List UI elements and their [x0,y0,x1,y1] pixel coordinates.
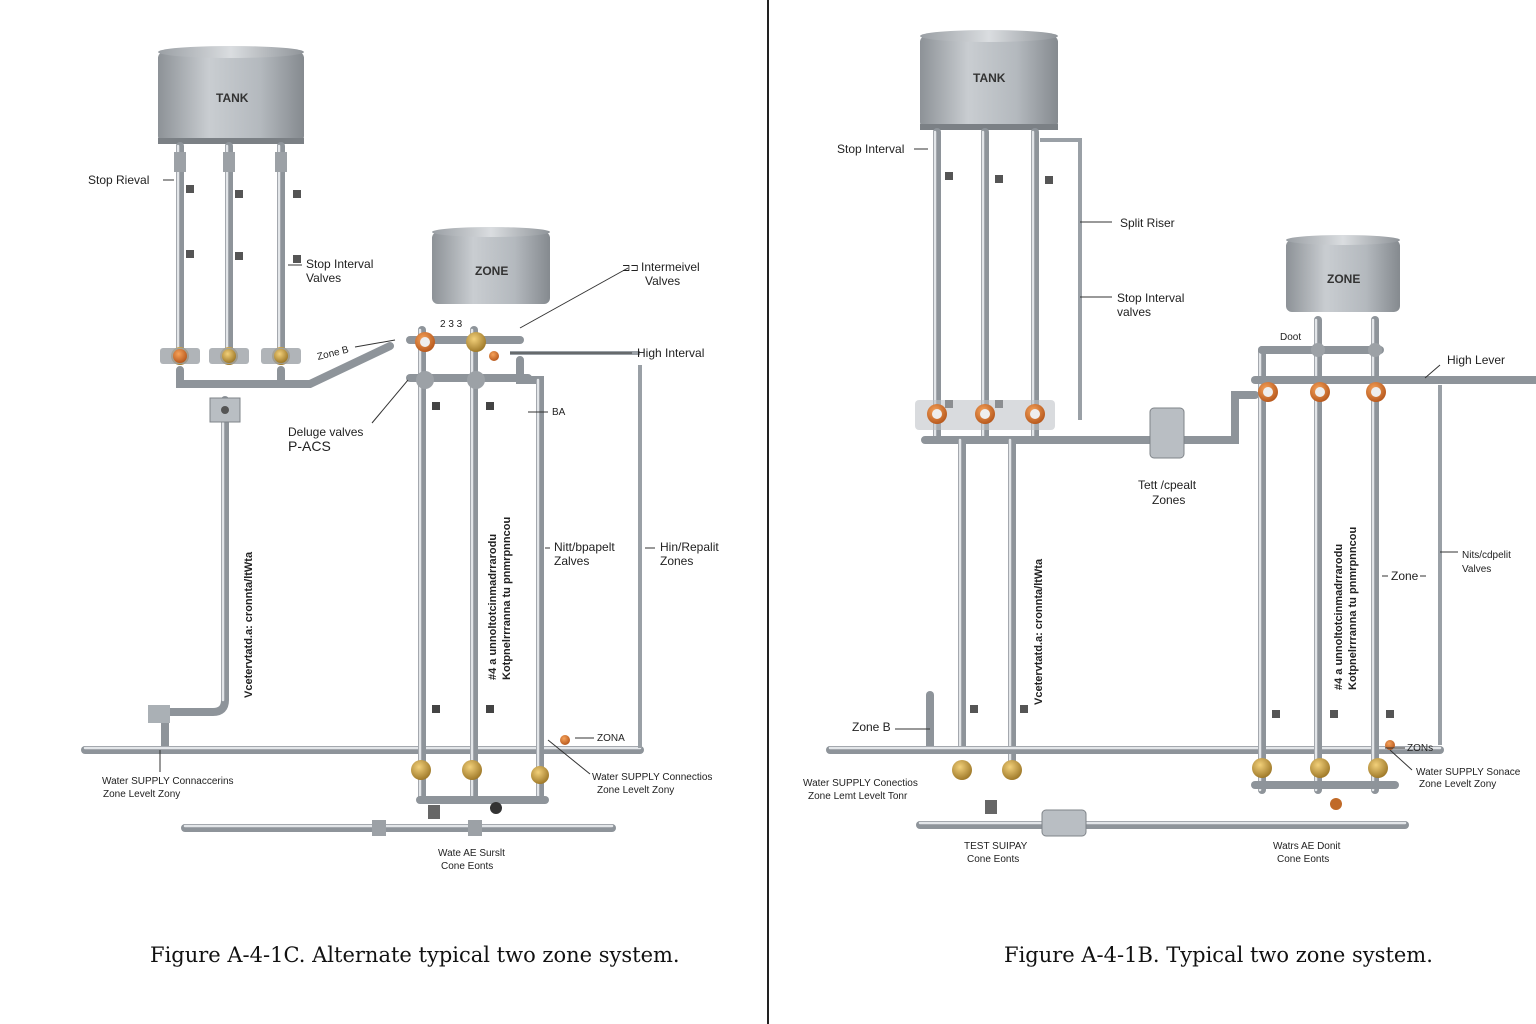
label-nitt-1: Nitt/bpapelt [554,540,615,554]
right-vertical-riser-text: Vcetervtatd.a: cronnta/ltWta [1033,558,1045,705]
label-stop-interval-valves-1: Stop Interval [1117,291,1184,305]
label-ws-right-1: Water SUPPLY Connectios [592,772,712,783]
label-small-tag: 2 3 3 [440,319,463,330]
right-tank-label: TANK [973,71,1006,85]
label-stop-interval-valves-2: valves [1117,305,1151,319]
label-ws-left-1: Water SUPPLY Connaccerins [102,776,234,787]
label-ws-right-2: Zone Levelt Zony [597,785,674,796]
label-intermeivel-prefix: ⊐⊐ [622,263,639,274]
label-ws-bottom-2: Cone Eonts [441,861,493,872]
label-ba: BA [552,407,566,418]
label-nitt-2: Zalves [554,554,589,568]
label-stop-interval-valves-1: Stop Interval [306,257,373,271]
label-deluge-2: P-ACS [288,438,331,454]
label-test-2: Cone Eonts [967,854,1019,865]
label-nitt-1: Nits/cdpelit [1462,550,1511,561]
label-intermeivel-1: Intermeivel [641,260,700,274]
right-stop-valves [915,400,1055,430]
label-ws-left-2: Zone Lemt Levelt Tonr [808,791,908,802]
left-caption: Figure A-4-1C. Alternate typical two zon… [150,943,680,967]
label-zone-mid: Zone [1391,569,1419,583]
right-zone-risers [1251,316,1536,810]
left-figure: TANK [81,46,719,967]
label-zons: ZONs [1407,743,1433,754]
label-nitt-2: Valves [1462,564,1491,575]
label-ws-bottom-2: Cone Eonts [1277,854,1329,865]
label-stop-interval-valves-2: Valves [306,271,341,285]
label-tett-1: Tett /cpealt [1138,478,1197,492]
label-zona: ZONA [597,733,625,744]
right-supply-piping [826,391,1444,837]
left-vertical-riser-text: Vcetervtatd.a: cronnta/ltWta [243,551,255,698]
label-stop-rieval: Stop Rieval [88,173,149,187]
right-vertical-center-a: #4 a unnoltotcinmadrrarodu [1333,544,1345,690]
left-zone-tank: ZONE [432,227,550,304]
right-tank-risers [933,128,1082,444]
left-tank: TANK [158,46,304,144]
label-small-tag: Doot [1280,332,1301,343]
label-deluge-1: Deluge valves [288,425,363,439]
left-tank-label: TANK [216,91,249,105]
label-split-riser: Split Riser [1120,216,1175,230]
right-caption: Figure A-4-1B. Typical two zone system. [1004,943,1433,967]
right-zone-tank-label: ZONE [1327,272,1360,286]
right-zone-tank: ZONE [1286,235,1400,312]
right-vertical-center-b: Kotpnelrrranna tu pnmrpnncou [1347,527,1359,690]
right-figure: TANK [803,30,1536,967]
left-leaders [159,179,655,775]
label-ws-left-2: Zone Levelt Zony [103,789,180,800]
label-hin-2: Zones [660,554,693,568]
left-stop-valves [160,347,301,365]
left-zone-tank-label: ZONE [475,264,508,278]
label-zone-b: Zone B [852,720,891,734]
label-high-lever: High Lever [1447,353,1505,367]
label-ws-right-1: Water SUPPLY Sonace [1416,767,1521,778]
label-test-1: TEST SUIPAY [964,841,1028,852]
left-tank-risers [174,142,301,356]
left-vertical-center-a: #4 a unnoltotcinmadrrarodu [487,534,499,680]
left-vertical-center-b: Kotpnelrrranna tu pnmrpnncou [501,517,513,680]
label-intermeivel-2: Valves [645,274,680,288]
right-leaders [895,148,1458,771]
left-zone-risers [406,326,642,819]
left-supply-piping [81,342,644,836]
right-tank: TANK [920,30,1058,130]
label-zone-b: Zone B [316,344,350,363]
label-ws-left-1: Water SUPPLY Conectios [803,778,918,789]
label-tett-2: Zones [1152,493,1185,507]
label-hin-1: Hin/Repalit [660,540,719,554]
label-ws-right-2: Zone Levelt Zony [1419,779,1496,790]
label-ws-bottom-1: Wate AE Surslt [438,848,505,859]
label-stop-interval: Stop Interval [837,142,904,156]
label-high-interval: High Interval [637,346,704,360]
label-ws-bottom-1: Watrs AE Donit [1273,841,1341,852]
